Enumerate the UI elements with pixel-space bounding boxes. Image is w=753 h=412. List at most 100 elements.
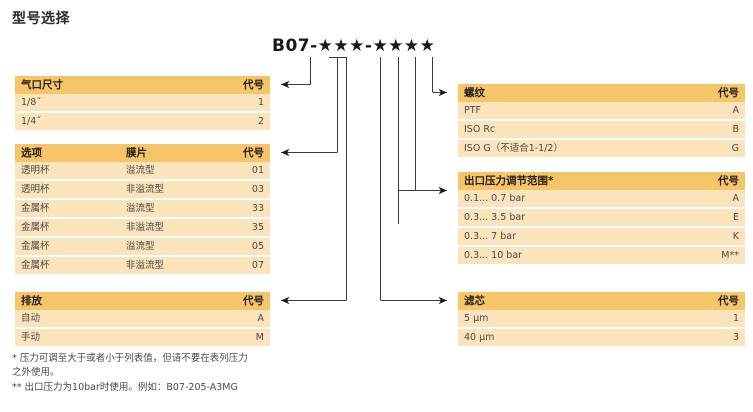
col-header-diaphragm: 膜片 [120,144,210,162]
cell-code: 01 [210,162,270,179]
cell-code: 3 [680,329,745,346]
table-header-row: 气口尺寸 代号 [15,76,270,94]
cell-diaphragm: 溢流型 [120,238,210,255]
table-row: 透明杯 溢流型 01 [15,162,270,179]
cell-code: G [680,140,745,157]
footnotes: * 压力可调至大于或者小于列表值，但请不要在表列压力之外使用。 ** 出口压力为… [12,352,252,397]
table-row: 1/4˝ 2 [15,113,270,130]
row-divider [458,138,745,140]
cell-option: 金属杯 [15,200,120,217]
row-divider [15,198,270,200]
cell-thread: ISO G（不适合1-1/2） [458,140,680,157]
cell-pressure-range: 0.3... 3.5 bar [458,209,680,226]
table-header-row: 出口压力调节范围* 代号 [458,172,745,190]
cell-code: A [680,190,745,207]
cell-option: 金属杯 [15,238,120,255]
col-header-option: 选项 [15,144,120,162]
cell-code: M** [680,247,745,264]
cell-thread: ISO Rc [458,121,680,138]
row-divider [458,245,745,247]
table-drain: 排放 代号 自动 A 手动 M [15,292,270,346]
cell-drain: 自动 [15,310,210,327]
cell-port-size: 1/4˝ [15,113,210,130]
table-header-row: 排放 代号 [15,292,270,310]
col-header-thread: 螺纹 [458,84,680,102]
col-header-code: 代号 [210,76,270,94]
cell-thread: PTF [458,102,680,119]
cell-code: 33 [210,200,270,217]
row-divider [458,327,745,329]
table-header-row: 选项 膜片 代号 [15,144,270,162]
cell-code: 05 [210,238,270,255]
cell-code: A [680,102,745,119]
cell-diaphragm: 非溢流型 [120,257,210,274]
cell-option: 金属杯 [15,219,120,236]
col-header-code: 代号 [210,292,270,310]
cell-code: 35 [210,219,270,236]
cell-drain: 手动 [15,329,210,346]
table-row: 金属杯 溢流型 05 [15,238,270,255]
col-header-code: 代号 [210,144,270,162]
table-row: 1/8˝ 1 [15,94,270,111]
table-row: 0.3... 3.5 bar E [458,209,745,226]
cell-pressure-range: 0.3... 10 bar [458,247,680,264]
cell-port-size: 1/8˝ [15,94,210,111]
cell-filter-element: 40 µm [458,329,680,346]
cell-code: K [680,228,745,245]
row-divider [15,111,270,113]
cell-option: 金属杯 [15,257,120,274]
cell-pressure-range: 0.3... 7 bar [458,228,680,245]
cell-option: 透明杯 [15,162,120,179]
cell-code: B [680,121,745,138]
cell-diaphragm: 溢流型 [120,162,210,179]
table-pressure-range: 出口压力调节范围* 代号 0.1... 0.7 bar A 0.3... 3.5… [458,172,745,264]
table-row: 0.3... 10 bar M** [458,247,745,264]
col-header-code: 代号 [680,84,745,102]
row-divider [15,179,270,181]
table-row: 自动 A [15,310,270,327]
table-row: 金属杯 非溢流型 07 [15,257,270,274]
col-header-code: 代号 [680,172,745,190]
row-divider [15,217,270,219]
table-row: 5 µm 1 [458,310,745,327]
table-options: 选项 膜片 代号 透明杯 溢流型 01 透明杯 非溢流型 03 金属杯 溢流型 … [15,144,270,274]
table-row: 透明杯 非溢流型 03 [15,181,270,198]
table-row: ISO G（不适合1-1/2） G [458,140,745,157]
table-row: 0.3... 7 bar K [458,228,745,245]
page-title: 型号选择 [12,11,70,27]
col-header-code: 代号 [680,292,745,310]
cell-code: M [210,329,270,346]
row-divider [458,207,745,209]
footnote-pressure-adjustable: * 压力可调至大于或者小于列表值，但请不要在表列压力之外使用。 [12,353,248,378]
col-header-pressure-range: 出口压力调节范围* [458,172,680,190]
footnote-outlet-10bar: ** 出口压力为10bar时使用。例如：B07-205-A3MG [12,382,238,393]
table-thread: 螺纹 代号 PTF A ISO Rc B ISO G（不适合1-1/2） G [458,84,745,157]
cell-diaphragm: 非溢流型 [120,219,210,236]
row-divider [458,226,745,228]
cell-pressure-range: 0.1... 0.7 bar [458,190,680,207]
row-divider [458,119,745,121]
cell-code: 2 [210,113,270,130]
col-header-port-size: 气口尺寸 [15,76,210,94]
table-row: PTF A [458,102,745,119]
row-divider [15,236,270,238]
cell-code: 1 [210,94,270,111]
cell-code: E [680,209,745,226]
cell-diaphragm: 溢流型 [120,200,210,217]
cell-code: 03 [210,181,270,198]
cell-code: A [210,310,270,327]
cell-option: 透明杯 [15,181,120,198]
model-code-string: B07-★★★-★★★★ [272,36,436,56]
table-row: 金属杯 溢流型 33 [15,200,270,217]
table-port-size: 气口尺寸 代号 1/8˝ 1 1/4˝ 2 [15,76,270,130]
table-row: 0.1... 0.7 bar A [458,190,745,207]
table-header-row: 滤芯 代号 [458,292,745,310]
cell-code: 07 [210,257,270,274]
table-row: 金属杯 非溢流型 35 [15,219,270,236]
table-row: 40 µm 3 [458,329,745,346]
row-divider [15,327,270,329]
table-row: 手动 M [15,329,270,346]
table-filter-element: 滤芯 代号 5 µm 1 40 µm 3 [458,292,745,346]
cell-diaphragm: 非溢流型 [120,181,210,198]
